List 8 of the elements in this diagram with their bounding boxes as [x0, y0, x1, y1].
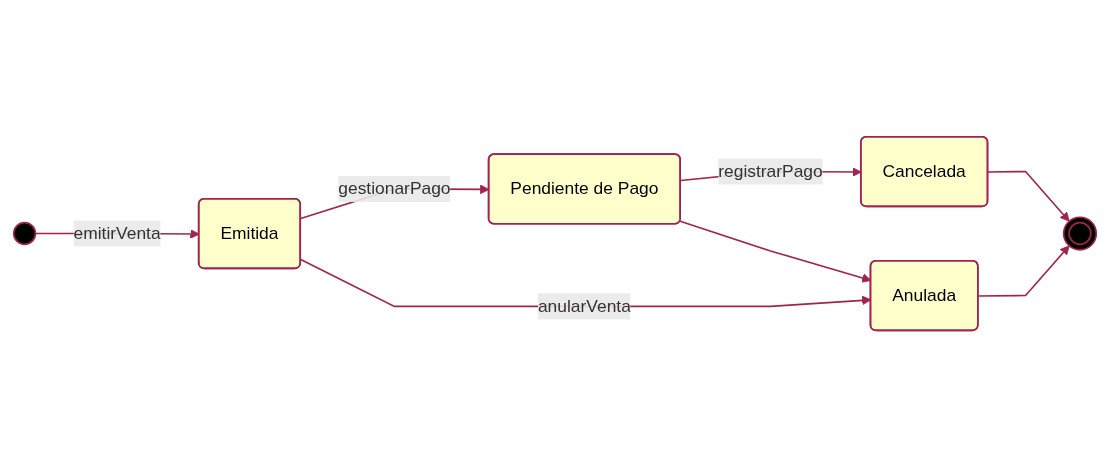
node-circle	[1062, 216, 1098, 252]
edge-label: gestionarPago	[338, 179, 451, 199]
edge-label: anularVenta	[537, 297, 631, 316]
edge-label: emitirVenta	[73, 224, 161, 243]
edge-label: registrarPago	[718, 162, 823, 181]
node-circle	[12, 222, 37, 246]
arrow	[977, 245, 1070, 298]
arrow	[987, 171, 1070, 223]
